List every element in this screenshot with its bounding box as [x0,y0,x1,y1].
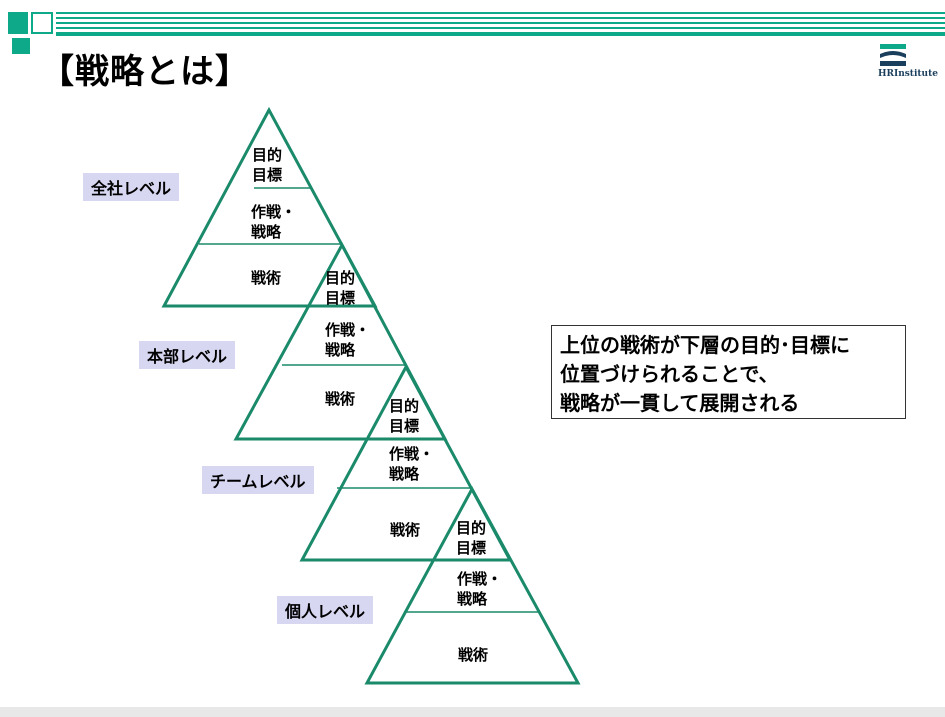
cell-strategy: 作戦・ 戦略 [251,203,297,241]
cell-objective: 目的 目標 [389,397,420,435]
cell-strategy: 作戦・ 戦略 [325,321,371,359]
cell-tactics: 戦術 [458,646,489,664]
header-stripe [56,17,945,19]
title-square [12,38,30,54]
callout-line: 位置づけられることで、 [560,362,779,386]
logo-mark-icon [880,44,906,66]
logo-text: HRInstitute [878,69,938,79]
header-square-2 [31,12,53,34]
cell-tactics: 戦術 [251,269,282,287]
cell-objective: 目的 目標 [252,146,283,184]
pyramid-division [233,241,448,441]
callout-line: 戦略が一貫して展開される [560,391,800,415]
header-bar [0,8,945,36]
level-label-division: 本部レベル [139,341,236,369]
level-label-team: チームレベル [202,466,314,494]
header-stripe [56,22,945,24]
cell-strategy: 作戦・ 戦略 [389,445,435,483]
pyramid-team [299,363,513,562]
pyramid-company [161,106,378,308]
pyramid-individual [364,485,581,685]
bottom-frame [0,707,945,717]
callout-line: 上位の戦術が下層の目的･目標に [560,333,850,357]
cell-tactics: 戦術 [325,390,356,408]
header-stripe [56,32,945,36]
level-label-company: 全社レベル [83,173,180,201]
header-stripe [56,27,945,29]
level-label-individual: 個人レベル [277,596,374,624]
header-square-1 [8,12,28,34]
cell-objective: 目的 目標 [456,519,487,557]
cell-tactics: 戦術 [390,521,421,539]
cell-objective: 目的 目標 [325,269,356,307]
page-title: 【戦略とは】 [40,52,250,92]
cell-strategy: 作戦・ 戦略 [457,570,503,608]
hr-institute-logo-icon: HRInstitute [878,42,938,86]
callout-box: 上位の戦術が下層の目的･目標に 位置づけられることで、 戦略が一貫して展開される [551,325,906,419]
header-stripe [56,12,945,14]
